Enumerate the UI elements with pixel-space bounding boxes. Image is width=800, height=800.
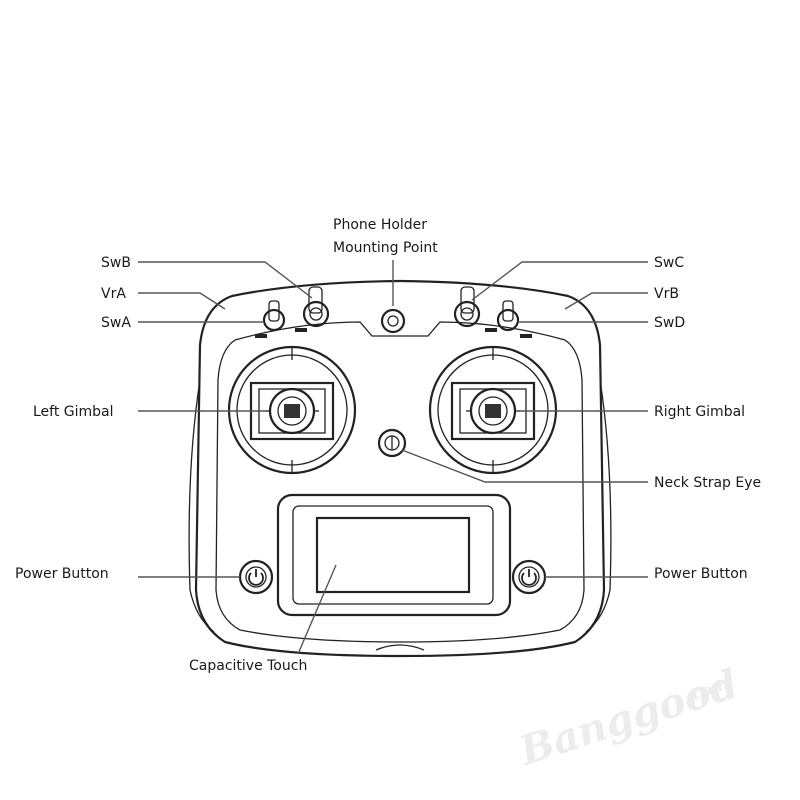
vra-knob[interactable] <box>302 286 330 328</box>
power-button-left[interactable] <box>238 559 274 595</box>
label-neck-strap-eye: Neck Strap Eye <box>654 475 761 491</box>
right-grip <box>585 379 612 633</box>
leader-neck-strap <box>401 449 648 483</box>
label-right-gimbal: Right Gimbal <box>654 404 745 420</box>
label-phone-holder-line1: Phone Holder <box>333 217 427 233</box>
bottom-tab <box>375 644 425 651</box>
label-vrb: VrB <box>654 286 679 302</box>
leader-lines <box>138 260 648 655</box>
swd-switch[interactable] <box>496 300 520 332</box>
label-swc: SwC <box>654 255 684 271</box>
watermark-brand: Banggood <box>513 660 744 775</box>
power-icon <box>248 569 264 586</box>
watermark: Banggood .com <box>513 660 744 775</box>
leader-swc <box>471 261 648 301</box>
label-swb: SwB <box>101 255 131 271</box>
swa-switch[interactable] <box>262 300 286 332</box>
label-vra: VrA <box>101 286 126 302</box>
top-mark <box>295 328 307 332</box>
body-inner-outline <box>215 321 585 643</box>
right-gimbal[interactable] <box>428 345 558 475</box>
top-mark <box>520 334 532 338</box>
power-icon <box>521 569 537 586</box>
phone-holder-mount <box>380 308 406 334</box>
label-capacitive-touch: Capacitive Touch <box>189 658 307 674</box>
neck-strap-eye <box>377 428 407 458</box>
labels: Phone Holder Mounting Point SwB VrA SwA … <box>15 217 761 674</box>
label-swd: SwD <box>654 315 685 331</box>
leader-vra <box>138 292 226 310</box>
label-swa: SwA <box>101 315 131 331</box>
leader-capacitive-touch <box>297 564 337 655</box>
leader-vrb <box>564 292 648 310</box>
label-left-gimbal: Left Gimbal <box>33 404 114 420</box>
left-gimbal[interactable] <box>227 345 357 475</box>
left-grip <box>188 379 215 633</box>
top-mark <box>255 334 267 338</box>
capacitive-touch-screen[interactable] <box>276 493 512 617</box>
swc-switch[interactable] <box>453 286 481 328</box>
top-mark <box>485 328 497 332</box>
power-button-right[interactable] <box>511 559 547 595</box>
transmitter-body <box>188 279 612 658</box>
label-phone-holder-line2: Mounting Point <box>333 240 438 256</box>
leader-swb <box>138 261 313 299</box>
label-power-button-right: Power Button <box>654 566 748 582</box>
label-power-button-left: Power Button <box>15 566 109 582</box>
